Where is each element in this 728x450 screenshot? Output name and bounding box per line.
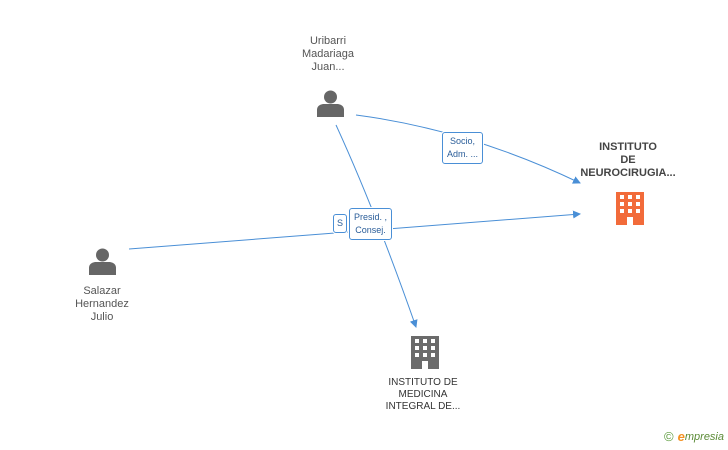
brand-logo-e: e: [677, 429, 685, 444]
brand-logo-text: mpresia: [684, 430, 724, 443]
edge-label-socio-line-1: Socio,: [450, 136, 476, 146]
company-neurocirugia-line-3: NEUROCIRUGIA...: [580, 167, 676, 179]
company-medicina-line-1: INSTITUTO DE: [388, 377, 458, 388]
edge-label-hidden-s-text: S: [337, 218, 344, 228]
person-uribarri-line-3: Juan...: [311, 61, 345, 73]
building-medicina-icon[interactable]: [409, 336, 441, 369]
building-neurocirugia-icon[interactable]: [614, 192, 646, 225]
company-neurocirugia-line-1: INSTITUTO: [599, 141, 657, 153]
person-salazar-line-2: Hernandez: [75, 298, 129, 310]
footer-brand: © e mpresia: [664, 429, 724, 444]
company-neurocirugia-line-2: DE: [620, 154, 636, 166]
company-neurocirugia-label[interactable]: INSTITUTO DE NEUROCIRUGIA...: [568, 141, 688, 180]
person-uribarri-icon[interactable]: [316, 89, 345, 117]
person-salazar-line-1: Salazar: [83, 285, 121, 297]
company-medicina-line-2: MEDICINA: [398, 389, 448, 400]
person-salazar-label[interactable]: Salazar Hernandez Julio: [62, 285, 142, 324]
edge-label-presid-line-1: Presid. ,: [354, 212, 388, 222]
person-salazar-line-3: Julio: [90, 311, 114, 323]
edge-label-socio-line-2: Adm. ...: [447, 149, 479, 159]
company-medicina-line-3: INTEGRAL DE...: [385, 401, 461, 412]
person-uribarri-label[interactable]: Uribarri Madariaga Juan...: [288, 35, 368, 74]
company-medicina-label[interactable]: INSTITUTO DE MEDICINA INTEGRAL DE...: [368, 377, 478, 413]
person-uribarri-line-1: Uribarri: [309, 35, 347, 47]
edge-label-hidden-s[interactable]: S: [333, 214, 348, 233]
edge-label-socio[interactable]: Socio, Adm. ...: [442, 132, 484, 164]
edge-label-presid-line-2: Consej.: [355, 225, 386, 235]
edge-label-presid[interactable]: Presid. , Consej.: [349, 208, 393, 240]
person-uribarri-line-2: Madariaga: [302, 48, 354, 60]
person-salazar-icon[interactable]: [88, 247, 117, 275]
copyright-icon: ©: [664, 429, 674, 444]
